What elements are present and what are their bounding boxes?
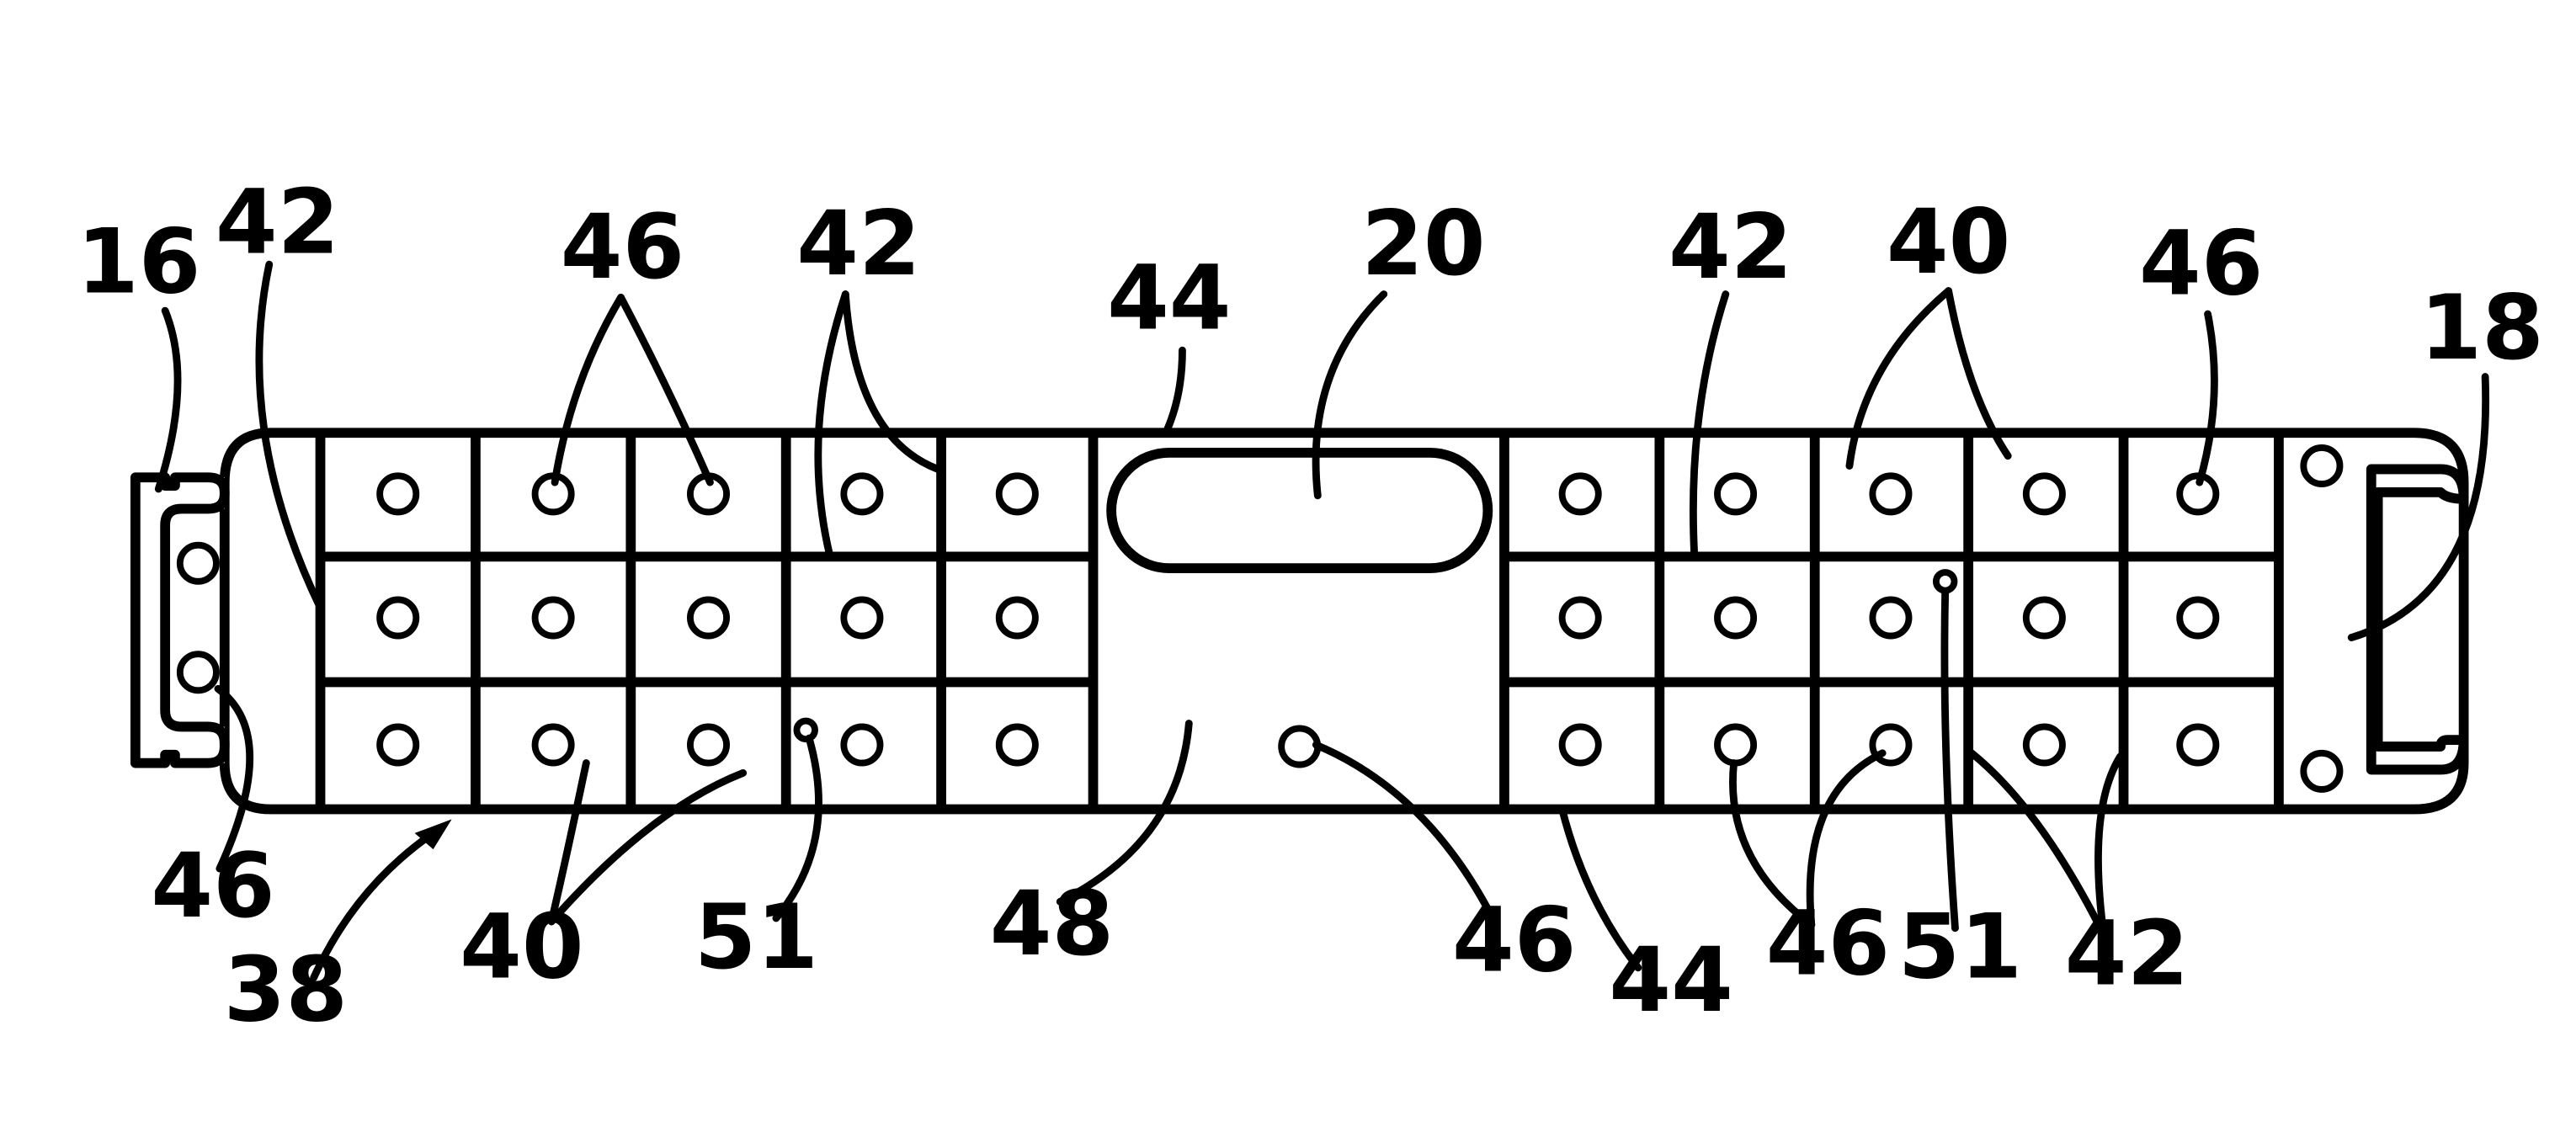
tile-hole (844, 599, 880, 635)
tile-hole (844, 476, 880, 512)
tile-hole (380, 476, 416, 512)
leader-46-b (2200, 314, 2215, 482)
tile-hole (1872, 476, 1908, 512)
right-tile-grid (1504, 433, 2279, 809)
leader-51-b (1945, 592, 1956, 928)
center-section (1111, 453, 1488, 765)
tile-hole (535, 726, 572, 763)
tile-hole (380, 726, 416, 763)
label-46-a: 46 (561, 195, 684, 299)
tile-hole (1872, 599, 1908, 635)
tile-hole (690, 726, 726, 763)
leader-44-a (1166, 350, 1183, 433)
label-51-a: 51 (695, 885, 818, 989)
reference-numerals: 16 42 46 42 44 20 42 40 46 18 46 38 40 5… (77, 170, 2544, 1041)
tile-hole (2026, 476, 2062, 512)
label-44-a: 44 (1107, 247, 1231, 350)
leader-lines (158, 264, 2485, 977)
tile-hole (999, 726, 1035, 763)
label-51-b: 51 (1898, 896, 2022, 999)
label-44-b: 44 (1609, 928, 1732, 1032)
connector-hole (2303, 753, 2339, 789)
label-20: 20 (1361, 192, 1485, 295)
label-40-a: 40 (1887, 190, 2010, 294)
label-40-b: 40 (460, 896, 583, 999)
label-38: 38 (224, 938, 348, 1042)
leader-40-a1 (1850, 291, 1949, 466)
label-42-c: 42 (1669, 195, 1792, 299)
tile-hole (999, 599, 1035, 635)
tile-hole (380, 599, 416, 635)
tile-hole (844, 726, 880, 763)
label-46-e: 46 (1766, 892, 1890, 996)
label-42-d: 42 (2065, 901, 2189, 1005)
left-tile-grid (321, 433, 1094, 809)
leader-42-c (1693, 295, 1725, 552)
leader-16 (158, 311, 178, 489)
leader-20 (1316, 295, 1384, 496)
tile-hole (1717, 476, 1754, 512)
tile-hole (999, 476, 1035, 512)
label-48: 48 (990, 872, 1114, 975)
label-18: 18 (2419, 276, 2543, 380)
label-46-c: 46 (151, 834, 274, 938)
label-46-b: 46 (2139, 212, 2263, 316)
tile-hole (535, 599, 572, 635)
tile-hole (1562, 599, 1599, 635)
right-connector (2279, 433, 2464, 809)
tile-hole (2026, 599, 2062, 635)
tile-hole (2179, 726, 2216, 763)
label-42-b: 42 (796, 192, 920, 295)
tile-hole (2179, 599, 2216, 635)
label-42-a: 42 (216, 170, 339, 274)
connector-hole (180, 545, 216, 582)
label-46-d: 46 (1452, 889, 1576, 992)
left-connector (136, 477, 225, 763)
leader-42-b2 (845, 295, 938, 470)
tile-hole (1562, 476, 1599, 512)
connector-hole (2303, 448, 2339, 484)
connector-hole (180, 654, 216, 690)
right-connector-slot (2371, 469, 2464, 769)
handle-slot (1111, 453, 1488, 568)
leader-46-a1 (555, 297, 620, 482)
label-16: 16 (77, 210, 200, 314)
center-hole (1281, 728, 1317, 764)
tile-hole (1717, 726, 1754, 763)
leader-42-b1 (818, 295, 845, 552)
tile-hole (2026, 726, 2062, 763)
tile-hole (690, 599, 726, 635)
tile-hole (1562, 726, 1599, 763)
tile-hole (1717, 599, 1754, 635)
